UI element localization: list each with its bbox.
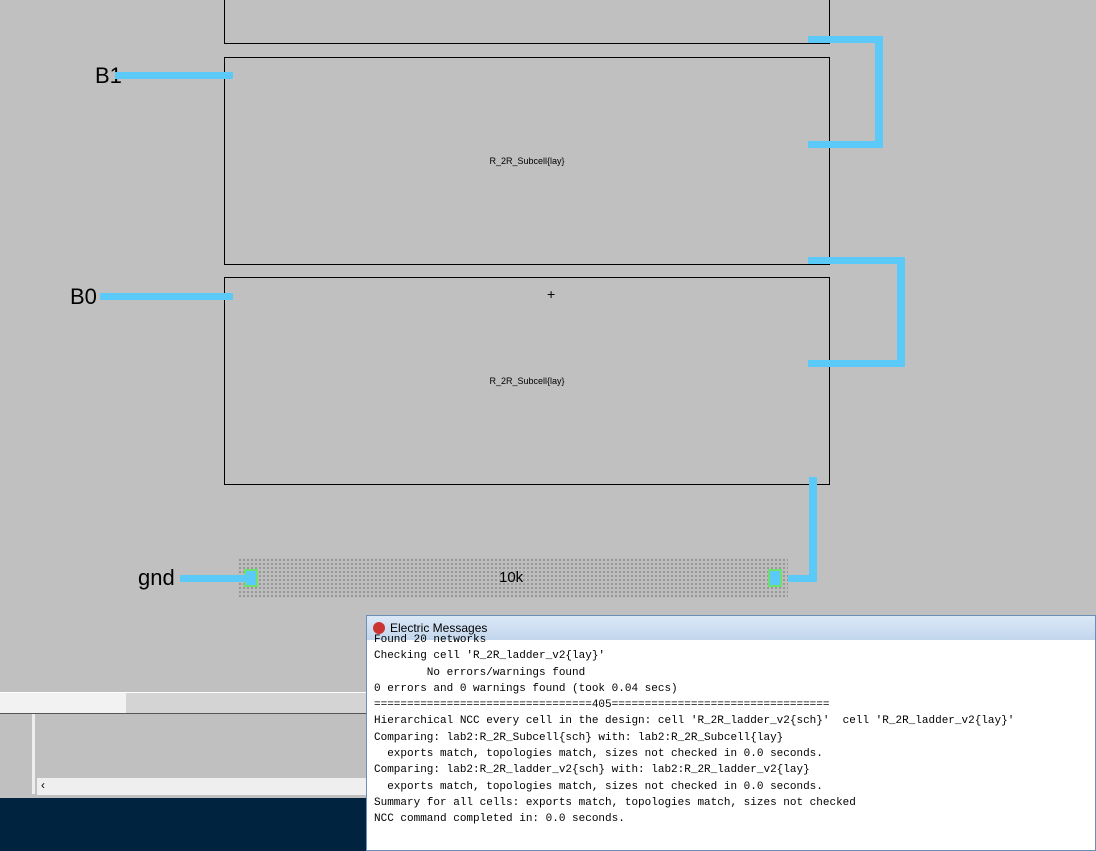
wire-loop-1-v <box>875 36 883 148</box>
tab-strip <box>0 692 366 714</box>
cell-instance-top[interactable] <box>224 0 830 44</box>
message-line: Comparing: lab2:R_2R_ladder_v2{sch} with… <box>374 764 810 777</box>
wire-loop-1[interactable] <box>808 36 883 43</box>
scroll-left-icon[interactable]: ‹ <box>41 778 45 792</box>
messages-title-bar[interactable]: Electric Messages <box>367 616 1095 640</box>
message-line: No errors/warnings found <box>374 666 586 679</box>
left-pane <box>0 714 35 794</box>
cell-label: R_2R_Subcell{lay} <box>489 376 565 386</box>
horizontal-scrollbar[interactable]: ‹ <box>37 778 366 795</box>
message-line: Found 20 networks <box>374 634 487 646</box>
cell-instance-b0[interactable]: R_2R_Subcell{lay} + <box>224 277 830 485</box>
wire-b1[interactable] <box>115 72 233 79</box>
tab-area[interactable] <box>0 693 126 713</box>
message-line: exports match, topologies match, sizes n… <box>374 748 823 761</box>
message-line: Comparing: lab2:R_2R_Subcell{sch} with: … <box>374 731 784 744</box>
electric-app-icon <box>373 622 385 634</box>
wire-loop-2-b <box>808 360 905 367</box>
wire-b0[interactable] <box>100 293 233 300</box>
messages-title: Electric Messages <box>390 621 488 635</box>
export-b0[interactable]: B0 <box>70 284 97 309</box>
wire-loop-2-v <box>897 257 905 367</box>
message-line: 0 errors and 0 warnings found (took 0.04… <box>374 682 678 695</box>
message-line: Checking cell 'R_2R_ladder_v2{lay}' <box>374 650 606 663</box>
wire-to-resistor[interactable] <box>809 477 817 582</box>
message-line: Summary for all cells: exports match, to… <box>374 796 856 809</box>
message-line: =================================405====… <box>374 699 830 712</box>
message-line: exports match, topologies match, sizes n… <box>374 780 823 793</box>
crosshair-icon: + <box>547 286 556 302</box>
cell-label: R_2R_Subcell{lay} <box>489 156 565 166</box>
wire-gnd[interactable] <box>180 575 250 582</box>
export-gnd[interactable]: gnd <box>138 565 175 590</box>
wire-loop-2[interactable] <box>808 257 905 264</box>
bottom-panel: ‹ <box>0 692 366 798</box>
taskbar <box>0 798 366 851</box>
contact-right[interactable] <box>768 569 782 587</box>
resistor-value: 10k <box>499 569 524 586</box>
message-line: Hierarchical NCC every cell in the desig… <box>374 715 1015 728</box>
cell-instance-b1[interactable]: R_2R_Subcell{lay} <box>224 57 830 265</box>
message-line: NCC command completed in: 0.0 seconds. <box>374 813 625 826</box>
wire-to-resistor-h <box>775 575 817 582</box>
wire-loop-1-b <box>808 141 883 148</box>
resistor-10k[interactable]: 10k <box>238 558 788 598</box>
